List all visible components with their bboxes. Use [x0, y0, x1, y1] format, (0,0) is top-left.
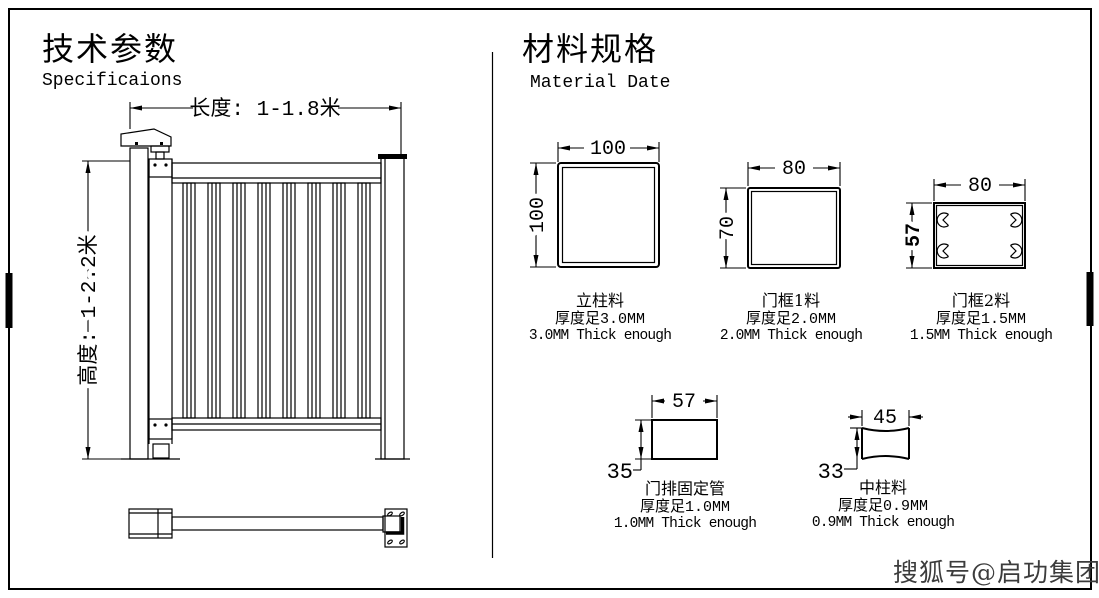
profile-name: 门框1料: [762, 291, 820, 310]
profile-thickness-en: 1.0MM Thick enough: [614, 516, 756, 532]
screw-boss: [936, 212, 949, 228]
right-post-cap: [378, 154, 407, 159]
gate-pickets: [182, 182, 371, 419]
left-edge-tab: [5, 273, 13, 328]
profile-thickness-cn: 厚度足3.0MM: [555, 310, 645, 328]
material-spec-section: 材料规格 Material Date 100 100 立柱料 厚度足3.0MM …: [522, 30, 1053, 532]
gate-picket: [282, 182, 296, 419]
gate-front-view: [120, 128, 410, 460]
profile-thickness-cn: 厚度足1.0MM: [640, 498, 730, 516]
profile-name: 立柱料: [576, 291, 624, 310]
height-dim: 100: [527, 197, 550, 233]
profile-thickness-en: 1.5MM Thick enough: [910, 328, 1052, 344]
profile-name: 门框2料: [952, 291, 1010, 310]
width-dim: 80: [782, 158, 806, 181]
gate-picket: [182, 182, 196, 419]
hinge-screw: [164, 423, 168, 427]
profile-post-material: 100 100 立柱料 厚度足3.0MM 3.0MM Thick enough: [523, 138, 672, 344]
profile-inner-wall: [750, 190, 838, 266]
profile-thickness-en: 0.9MM Thick enough: [812, 515, 954, 531]
profile-thickness-en: 3.0MM Thick enough: [529, 328, 671, 344]
border-rect: [8, 8, 1092, 590]
profile-door-frame-2: 80 57 门框2料 厚度足1.5MM 1.5MM Thick enough: [899, 175, 1053, 344]
width-dim: 45: [873, 407, 897, 430]
profile-outline: [557, 162, 660, 268]
watermark-text: 搜狐号@启功集团: [893, 558, 1099, 587]
hinge-neck: [150, 145, 170, 153]
profile-outline: [861, 455, 910, 460]
dim-text-bg: [193, 98, 338, 118]
gate-picket: [332, 182, 346, 419]
screw-boss: [936, 243, 949, 259]
gate-picket: [307, 182, 321, 419]
screw-boss: [1010, 212, 1023, 228]
profile-rail-fixing-tube: 57 35 门排固定管 厚度足1.0MM 1.0MM Thick enough: [607, 391, 757, 532]
right-edge-tab: [1086, 272, 1094, 326]
profile-outline: [861, 427, 910, 432]
sheet-border: [5, 8, 1094, 590]
bottom-hinge-plate: [148, 418, 173, 440]
material-title: 材料规格: [522, 30, 658, 68]
width-dim: 80: [968, 175, 992, 198]
material-subtitle: Material Date: [530, 73, 670, 93]
height-dim: 57: [903, 223, 926, 247]
height-dim-label: 高度: 1-2.2米: [77, 234, 102, 385]
width-dim: 57: [672, 391, 696, 414]
profile-inner-wall: [561, 166, 656, 264]
left-post: [129, 147, 149, 460]
profile-name: 中柱料: [859, 478, 907, 497]
profile-outline: [933, 202, 1026, 269]
top-hinge-plate: [148, 158, 173, 178]
gate-plan-view: [128, 508, 408, 548]
profile-name: 门排固定管: [645, 479, 725, 498]
height-dim: 33: [818, 460, 844, 485]
profile-inner-wall: [935, 204, 1024, 267]
hinge-screw: [153, 423, 157, 427]
profile-door-frame-1: 80 70 门框1料 厚度足2.0MM 2.0MM Thick enough: [713, 158, 863, 344]
height-dim: 70: [717, 216, 740, 240]
screw-slot: [387, 539, 393, 545]
hinge-neck-small: [155, 151, 165, 160]
cap-screw: [135, 142, 138, 145]
height-dim: 35: [607, 460, 633, 485]
top-rail: [171, 162, 382, 184]
gate-picket: [232, 182, 246, 419]
plan-hinge-plate: [384, 508, 408, 548]
profile-thickness-cn: 厚度足0.9MM: [838, 497, 928, 515]
cap-screw: [160, 142, 163, 145]
width-dim: 100: [590, 138, 626, 161]
profile-thickness-cn: 厚度足1.5MM: [936, 310, 1026, 328]
tech-title: 技术参数: [42, 30, 178, 68]
profile-outline: [747, 187, 841, 269]
length-dimension: 长度: 1-1.8米: [129, 97, 402, 154]
hinge-foot: [152, 443, 170, 459]
plan-hinge-bracket: [386, 517, 405, 535]
length-dim-label: 长度: 1-1.8米: [189, 97, 340, 122]
gate-picket: [357, 182, 371, 419]
height-dimension: 高度: 1-2.2米: [73, 160, 130, 460]
tech-subtitle: Specificaions: [42, 71, 182, 91]
profile-outline: [651, 419, 718, 460]
profile-thickness-cn: 厚度足2.0MM: [746, 310, 836, 328]
hinge-screw: [164, 163, 168, 167]
profile-thickness-en: 2.0MM Thick enough: [720, 328, 862, 344]
plan-gate-bar: [171, 516, 384, 531]
gate-picket: [257, 182, 271, 419]
profile-center-post: 45 33 中柱料 厚度足0.9MM 0.9MM Thick enough: [812, 403, 955, 532]
hinge-screw: [153, 163, 157, 167]
screw-slot: [399, 539, 405, 545]
post-cap: [120, 128, 172, 147]
gate-picket: [207, 182, 221, 419]
screw-boss: [1010, 243, 1023, 259]
tech-spec-section: 技术参数 Specificaions 长度: 1-1.8米 高度: 1-2.2米: [42, 30, 410, 548]
